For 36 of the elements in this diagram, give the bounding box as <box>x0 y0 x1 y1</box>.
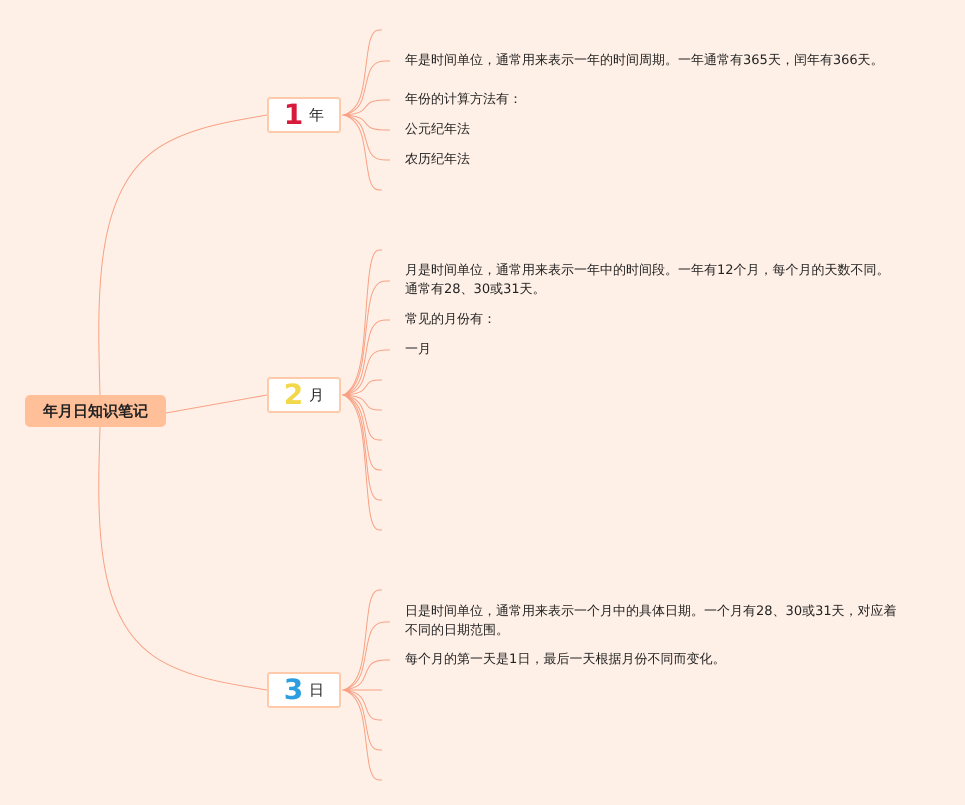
note-text: 日是时间单位，通常用来表示一个月中的具体日期。一个月有28、30或31天，对应着不同的日期范围。 <box>390 603 900 641</box>
branch-line <box>342 30 382 116</box>
branch-line <box>166 394 268 414</box>
note-text: 年份的计算方法有： <box>390 90 900 110</box>
branch-line <box>342 690 382 750</box>
branch-line <box>342 114 382 190</box>
branch-line <box>342 690 382 720</box>
branch-line <box>342 60 390 116</box>
note-text: 农历纪年法 <box>390 150 900 170</box>
branch-line <box>342 394 382 530</box>
branch-line <box>342 690 382 780</box>
number-label: 1 <box>284 101 304 129</box>
note-text: 一月 <box>390 340 900 360</box>
note-text: 公元纪年法 <box>390 120 900 140</box>
branch-line <box>342 590 382 690</box>
note-text: 月是时间单位，通常用来表示一年中的时间段。一年有12个月，每个月的天数不同。通常有28、30或31天。 <box>390 262 900 300</box>
branch-line <box>342 394 382 470</box>
root-topic: 年月日知识笔记 <box>25 395 166 427</box>
note-text: 年是时间单位，通常用来表示一年的时间周期。一年通常有365天，闰年有366天。 <box>390 41 900 81</box>
branch-line <box>342 622 390 690</box>
branch-line <box>98 426 268 690</box>
topic-box <box>267 672 341 708</box>
branch-line <box>342 250 382 396</box>
note-text: 每个月的第一天是1日，最后一天根据月份不同而变化。 <box>390 650 900 670</box>
branch-line <box>342 114 390 160</box>
topic-label: 年 <box>309 106 324 124</box>
branch-line <box>342 394 382 440</box>
branch-line <box>98 114 268 396</box>
topic-label: 日 <box>309 680 324 700</box>
topic-box <box>267 377 341 413</box>
topic-box <box>267 97 341 133</box>
branch-line <box>342 320 390 396</box>
note-text: 常见的月份有： <box>390 310 900 330</box>
number-label: 2 <box>284 381 304 409</box>
number-label: 3 <box>284 676 304 704</box>
topic-label: 月 <box>309 386 324 404</box>
